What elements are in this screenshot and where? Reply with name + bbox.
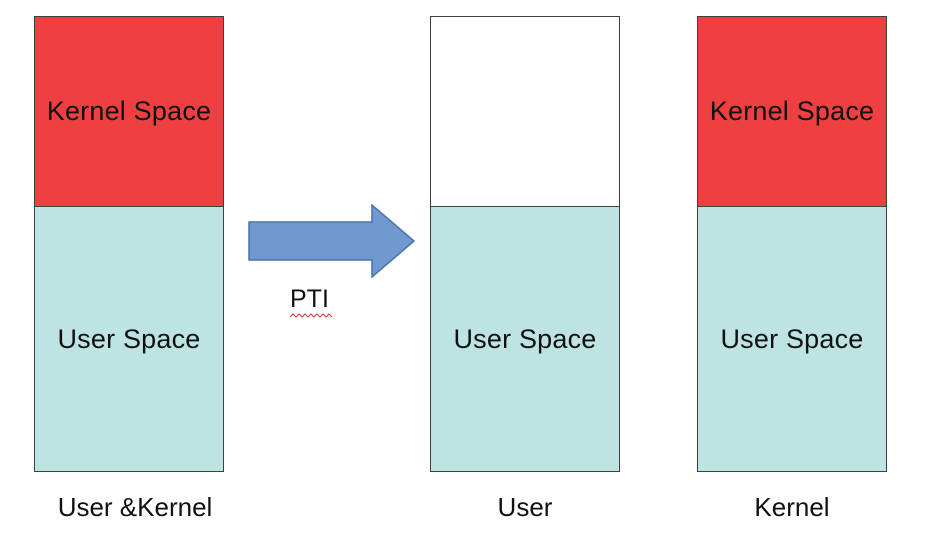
spellcheck-squiggle-icon [290,313,332,318]
caption-user-kernel: User &Kernel [57,492,213,522]
kernel-space-label: Kernel Space [46,96,212,126]
unmapped-kernel-region [431,17,619,206]
user-space-label: User Space [720,323,864,354]
user-space-region: User Space [698,206,886,471]
caption-kernel: Kernel [754,492,830,522]
address-space-user-kernel: Kernel Space User Space [34,16,224,472]
user-space-label: User Space [57,323,201,354]
user-space-label: User Space [453,323,597,354]
pti-label: PTI [290,285,329,313]
kernel-space-region: Kernel Space [35,17,223,206]
user-space-region: User Space [35,206,223,471]
user-space-region: User Space [431,206,619,471]
arrow-right-icon [248,204,416,278]
address-space-kernel: Kernel Space User Space [697,16,887,472]
caption-user: User [497,492,553,522]
kernel-space-label: Kernel Space [709,96,875,126]
kernel-space-region: Kernel Space [698,17,886,206]
address-space-user: User Space [430,16,620,472]
